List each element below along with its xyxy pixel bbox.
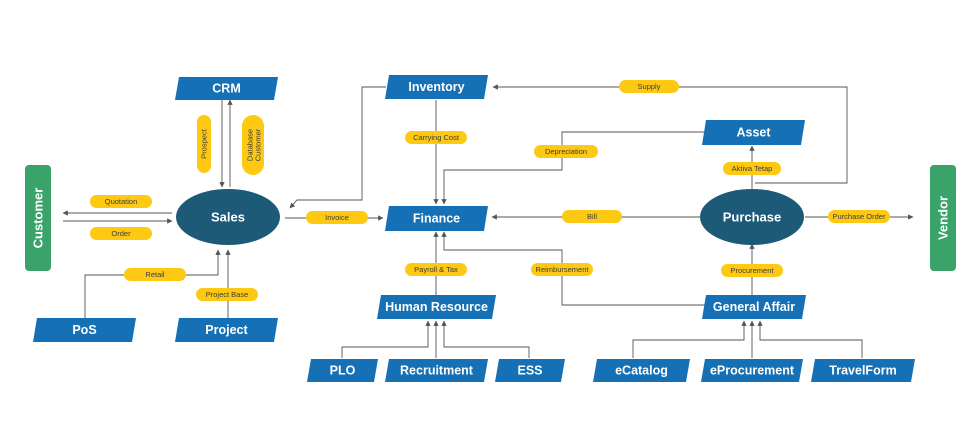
edge-label-bill-text: Bill <box>587 212 597 221</box>
asset-label: Asset <box>736 126 771 140</box>
edge-label-customer-text: Customer <box>254 128 263 161</box>
edge-label-aktiva-tetap: Aktiva Tetap <box>723 162 781 175</box>
connector-ess-to-hr <box>441 320 530 358</box>
crm-label: CRM <box>212 82 240 96</box>
edge-label-reimbursement: Reimbursement <box>531 263 593 276</box>
edge-label-procurement: Procurement <box>721 264 783 277</box>
pos-node: PoS <box>33 318 136 342</box>
edge-label-retail: Retail <box>124 268 186 281</box>
ecatalog-label: eCatalog <box>615 364 668 378</box>
inventory-label: Inventory <box>408 80 464 94</box>
purchase-node: Purchase <box>700 189 804 245</box>
ess-node: ESS <box>495 359 565 382</box>
sales-label: Sales <box>211 210 245 225</box>
plo-node: PLO <box>307 359 378 382</box>
eprocurement-node: eProcurement <box>701 359 803 382</box>
connector-inventory-to-sales <box>289 86 386 209</box>
recruitment-node: Recruitment <box>385 359 488 382</box>
project-label: Project <box>205 323 248 337</box>
finance-node: Finance <box>385 206 488 231</box>
edge-label-quotation: Quotation <box>90 195 152 208</box>
pos-label: PoS <box>72 323 96 337</box>
edge-label-aktiva-tetap-text: Aktiva Tetap <box>732 164 773 173</box>
human-resource-label: Human Resource <box>385 300 488 314</box>
recruitment-label: Recruitment <box>400 364 474 378</box>
connector-pos-to-sales <box>84 249 221 318</box>
edge-label-carrying-cost-text: Carrying Cost <box>413 133 460 142</box>
edge-label-depreciation: Depreciation <box>534 145 598 158</box>
edge-label-supply: Supply <box>619 80 679 93</box>
edge-label-database-customer: Database Customer <box>242 115 264 175</box>
general-affair-node: General Affair <box>702 295 806 319</box>
edge-label-carrying-cost: Carrying Cost <box>405 131 467 144</box>
edge-label-prospect: Prospect <box>197 115 211 173</box>
edge-label-payroll-tax-text: Payroll & Tax <box>414 265 458 274</box>
eprocurement-label: eProcurement <box>710 364 795 378</box>
edge-label-supply-text: Supply <box>638 82 661 91</box>
ecatalog-node: eCatalog <box>593 359 690 382</box>
customer-node: Customer <box>25 165 51 271</box>
ess-label: ESS <box>517 364 542 378</box>
human-resource-node: Human Resource <box>377 295 496 319</box>
connector-travelform-to-ga <box>757 320 863 358</box>
connector-ga-to-finance <box>441 231 705 306</box>
asset-node: Asset <box>702 120 805 145</box>
travelform-node: TravelForm <box>811 359 915 382</box>
general-affair-label: General Affair <box>713 300 795 314</box>
customer-label: Customer <box>31 188 46 249</box>
edge-label-reimbursement-text: Reimbursement <box>536 265 590 274</box>
connector-ecatalog-to-ga <box>632 320 747 358</box>
vendor-node: Vendor <box>930 165 956 271</box>
vendor-label: Vendor <box>936 196 951 240</box>
edge-label-retail-text: Retail <box>145 270 165 279</box>
travelform-label: TravelForm <box>829 364 896 378</box>
edge-label-invoice: Invoice <box>306 211 368 224</box>
edge-label-purchase-order-text: Purchase Order <box>833 212 886 221</box>
edge-label-quotation-text: Quotation <box>105 197 138 206</box>
edge-label-order-text: Order <box>111 229 131 238</box>
purchase-label: Purchase <box>723 210 782 225</box>
edge-label-procurement-text: Procurement <box>731 266 775 275</box>
finance-label: Finance <box>413 212 460 226</box>
edge-label-database-text: Database <box>246 129 255 161</box>
edge-label-purchase-order: Purchase Order <box>828 210 890 223</box>
edge-label-order: Order <box>90 227 152 240</box>
edge-label-prospect-text: Prospect <box>200 128 209 159</box>
crm-node: CRM <box>175 77 278 100</box>
sales-node: Sales <box>176 189 280 245</box>
edge-label-project-base: Project Base <box>196 288 258 301</box>
plo-label: PLO <box>330 364 356 378</box>
edge-label-depreciation-text: Depreciation <box>545 147 587 156</box>
edge-label-payroll-tax: Payroll & Tax <box>405 263 467 276</box>
project-node: Project <box>175 318 278 342</box>
connector-plo-to-hr <box>341 320 431 358</box>
edge-label-invoice-text: Invoice <box>325 213 349 222</box>
edge-label-project-base-text: Project Base <box>206 290 249 299</box>
inventory-node: Inventory <box>385 75 488 99</box>
edge-label-bill: Bill <box>562 210 622 223</box>
connector-asset-to-finance <box>441 131 705 205</box>
